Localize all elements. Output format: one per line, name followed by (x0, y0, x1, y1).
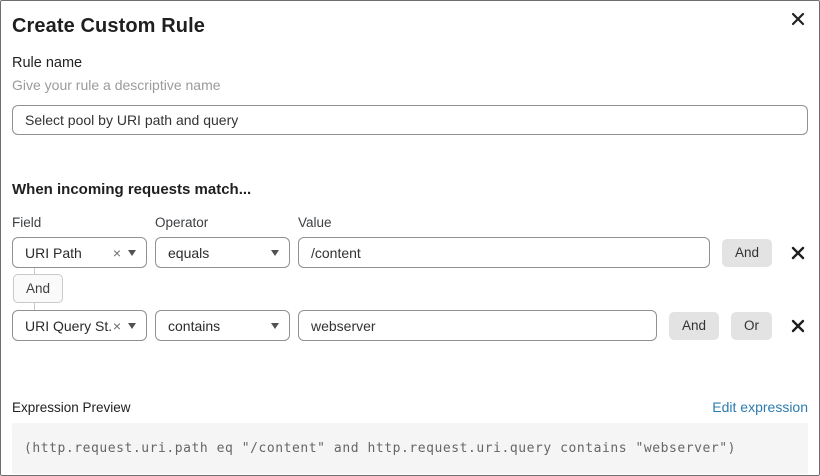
match-row-1: URI Path × equals And (12, 237, 808, 268)
match-row-2: URI Query St... × contains And Or (12, 310, 808, 341)
remove-row-1-button[interactable] (788, 243, 808, 263)
operator-select-1[interactable]: equals (155, 237, 290, 268)
field-select-1[interactable]: URI Path × (12, 237, 147, 268)
edit-expression-link[interactable]: Edit expression (712, 399, 808, 415)
rule-name-helper: Give your rule a descriptive name (12, 77, 221, 93)
add-or-button-2[interactable]: Or (731, 311, 772, 340)
and-connector-chip[interactable]: And (13, 274, 64, 303)
chevron-down-icon (128, 322, 136, 329)
match-section-heading: When incoming requests match... (12, 181, 252, 198)
chevron-down-icon (128, 249, 136, 256)
column-header-operator: Operator (155, 215, 209, 230)
dialog-title: Create Custom Rule (12, 15, 205, 37)
chevron-down-icon (271, 322, 279, 329)
operator-select-2[interactable]: contains (155, 310, 290, 341)
field-select-2[interactable]: URI Query St... × (12, 310, 147, 341)
remove-row-icon (791, 246, 805, 260)
operator-select-1-value: equals (168, 244, 210, 261)
rule-name-input[interactable] (12, 105, 808, 135)
add-and-button-2[interactable]: And (668, 311, 719, 340)
value-input-1[interactable] (298, 237, 710, 268)
match-column-headers: Field Operator Value (12, 215, 808, 230)
expression-code: (http.request.uri.path eq "/content" and… (24, 441, 737, 456)
clear-field-2-icon[interactable]: × (112, 317, 121, 334)
close-button[interactable] (789, 10, 807, 28)
operator-select-2-value: contains (168, 317, 221, 334)
expression-preview-box: (http.request.uri.path eq "/content" and… (12, 423, 808, 474)
expression-preview-label: Expression Preview (12, 400, 131, 415)
remove-row-icon (791, 319, 805, 333)
column-header-field: Field (12, 215, 42, 230)
close-icon (791, 12, 805, 26)
clear-field-1-icon[interactable]: × (112, 244, 121, 261)
rule-name-label: Rule name (12, 55, 83, 71)
chevron-down-icon (271, 249, 279, 256)
field-select-2-value: URI Query St... (25, 317, 113, 334)
remove-row-2-button[interactable] (788, 316, 808, 336)
add-and-button-1[interactable]: And (721, 238, 772, 267)
column-header-value: Value (298, 215, 332, 230)
field-select-1-value: URI Path (25, 244, 82, 261)
connector-zone: And (12, 268, 808, 310)
value-input-2[interactable] (298, 310, 657, 341)
